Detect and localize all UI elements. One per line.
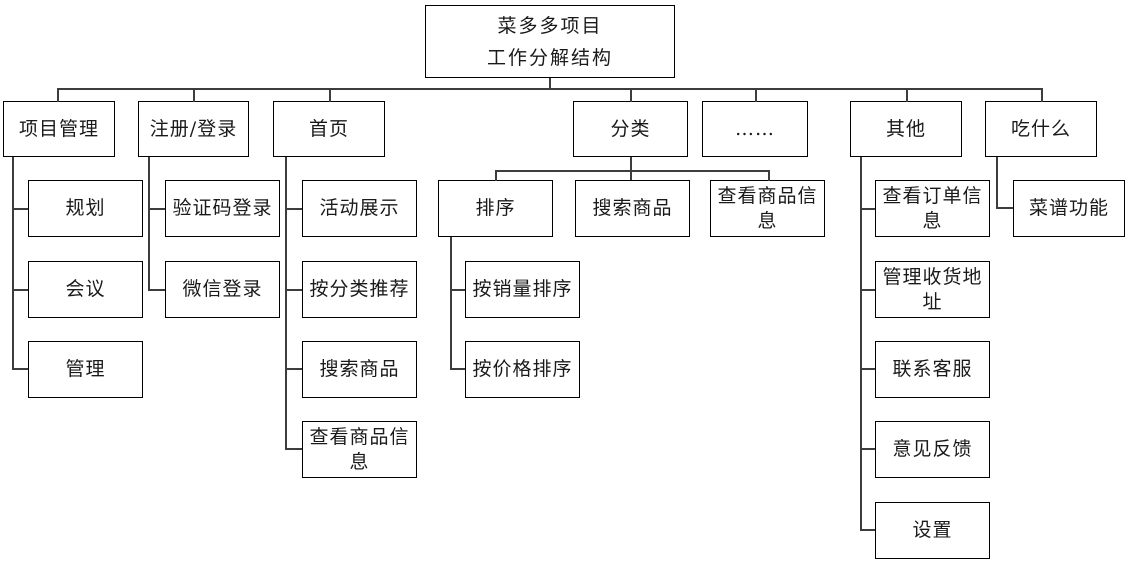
node-what-to-eat: 吃什么 — [985, 101, 1097, 157]
connector-line — [860, 368, 875, 370]
node-view-product-info-category: 查看商品信息 — [710, 180, 825, 237]
connector-line — [12, 157, 14, 369]
connector-line — [996, 157, 998, 209]
connector-line — [285, 157, 287, 449]
node-sort-by-price: 按价格排序 — [465, 341, 580, 398]
connector-line — [193, 88, 195, 102]
connector-line — [57, 88, 59, 102]
node-sort: 排序 — [438, 180, 553, 237]
connector-line — [148, 157, 150, 290]
root-title-line1: 菜多多项目 — [497, 14, 603, 37]
node-recommend-by-category: 按分类推荐 — [302, 261, 417, 318]
node-ellipsis: …… — [702, 101, 808, 157]
connector-line — [549, 78, 551, 88]
node-planning: 规划 — [28, 180, 143, 237]
node-root: 菜多多项目 工作分解结构 — [425, 5, 675, 78]
node-search-products-category: 搜索商品 — [575, 180, 690, 237]
connector-line — [329, 88, 331, 102]
node-settings: 设置 — [875, 502, 990, 559]
connector-line — [860, 289, 875, 291]
connector-line — [860, 208, 875, 210]
node-category: 分类 — [573, 101, 688, 157]
node-captcha-login: 验证码登录 — [165, 180, 280, 237]
connector-line — [450, 289, 465, 291]
node-recipe-function: 菜谱功能 — [1013, 180, 1125, 237]
connector-line — [148, 208, 165, 210]
connector-line — [495, 170, 497, 181]
node-register-login: 注册/登录 — [138, 101, 249, 157]
connector-line — [12, 289, 28, 291]
connector-line — [148, 289, 165, 291]
connector-line — [1041, 88, 1043, 102]
node-contact-customer-service: 联系客服 — [875, 341, 990, 398]
connector-line — [860, 448, 875, 450]
node-feedback: 意见反馈 — [875, 421, 990, 478]
node-other: 其他 — [850, 101, 962, 157]
connector-line — [860, 529, 875, 531]
node-wechat-login: 微信登录 — [165, 261, 280, 318]
node-view-order-info: 查看订单信息 — [875, 180, 990, 237]
connector-line — [860, 157, 862, 530]
root-title-line2: 工作分解结构 — [486, 46, 613, 69]
connector-line — [906, 88, 908, 102]
node-meeting: 会议 — [28, 261, 143, 318]
node-activity-display: 活动展示 — [302, 180, 417, 237]
node-home: 首页 — [273, 101, 385, 157]
connector-line — [630, 157, 632, 180]
connector-line — [630, 88, 632, 102]
connector-line — [450, 237, 452, 369]
connector-line — [285, 208, 302, 210]
connector-line — [57, 88, 1042, 90]
node-management: 管理 — [28, 341, 143, 398]
node-sort-by-sales: 按销量排序 — [465, 261, 580, 318]
connector-line — [12, 208, 28, 210]
connector-line — [285, 448, 302, 450]
node-search-products-home: 搜索商品 — [302, 341, 417, 398]
connector-line — [768, 170, 770, 181]
connector-line — [285, 368, 302, 370]
connector-line — [285, 289, 302, 291]
connector-line — [996, 207, 1013, 209]
node-manage-shipping-address: 管理收货地址 — [875, 261, 990, 318]
connector-line — [755, 88, 757, 102]
connector-line — [12, 368, 28, 370]
connector-line — [450, 368, 465, 370]
node-view-product-info-home: 查看商品信息 — [302, 421, 417, 478]
node-project-management: 项目管理 — [3, 101, 115, 157]
